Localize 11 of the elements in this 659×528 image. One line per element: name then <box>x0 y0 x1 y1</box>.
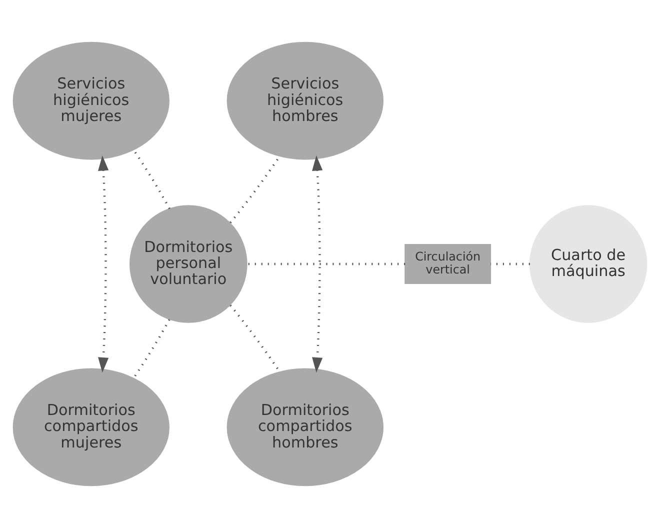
node-box: Circulación vertical <box>404 244 491 284</box>
node-circle: Cuarto de máquinas <box>528 205 647 323</box>
node-ellipse: Servicios higiénicos hombres <box>226 42 383 160</box>
arrow <box>312 155 322 373</box>
node-ellipse: Dormitorios compartidos hombres <box>226 368 383 486</box>
node-ellipse: Servicios higiénicos mujeres <box>12 42 169 160</box>
node-ellipse: Dormitorios compartidos mujeres <box>12 368 169 486</box>
node-circle: Dormitorios personal voluntario <box>129 205 247 323</box>
arrow <box>98 155 108 373</box>
connector <box>132 319 170 379</box>
connector <box>132 149 170 210</box>
